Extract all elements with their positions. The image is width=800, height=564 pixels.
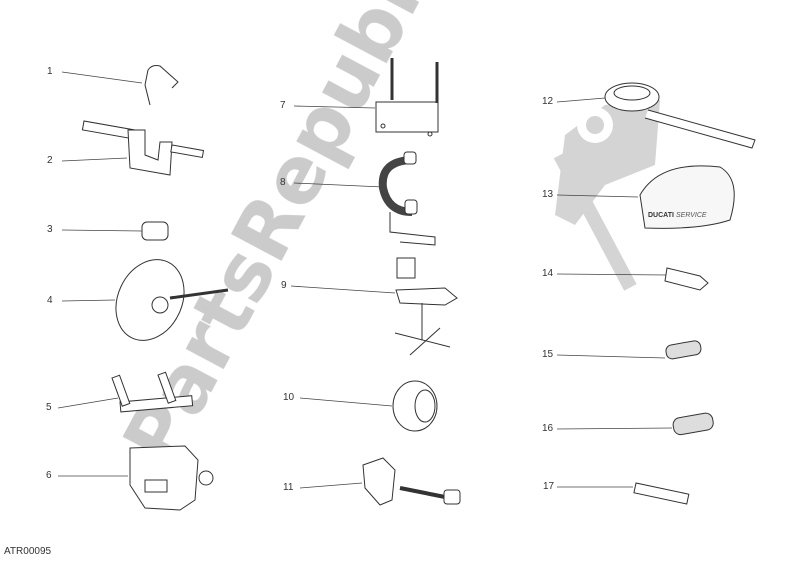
part-1-drawing bbox=[144, 65, 179, 89]
callout-17: 17 bbox=[543, 481, 555, 492]
callout-6: 6 bbox=[46, 470, 52, 481]
part-8-drawing bbox=[378, 156, 413, 216]
part-6-drawing bbox=[129, 445, 199, 511]
callout-4: 4 bbox=[47, 295, 53, 306]
reference-code: ATR00095 bbox=[4, 546, 52, 557]
watermark: PartsRepublik bbox=[107, 0, 660, 479]
gear-flag-icon bbox=[553, 100, 660, 291]
part-9-drawing bbox=[396, 257, 416, 279]
part-3-drawing bbox=[141, 221, 169, 241]
part-11-drawing bbox=[362, 457, 396, 506]
callout-12: 12 bbox=[542, 96, 554, 107]
callout-5: 5 bbox=[46, 402, 52, 413]
callout-15: 15 bbox=[542, 349, 554, 360]
callout-9: 9 bbox=[281, 280, 287, 291]
callout-14: 14 bbox=[542, 268, 554, 279]
callout-11: 11 bbox=[283, 482, 294, 493]
cover-service-text: SERVICE bbox=[676, 212, 707, 219]
callout-16: 16 bbox=[542, 423, 554, 434]
part-15-drawing bbox=[665, 340, 702, 360]
callout-13: 13 bbox=[542, 189, 554, 200]
part-16-drawing bbox=[672, 412, 714, 436]
callout-10: 10 bbox=[283, 392, 295, 403]
callout-7: 7 bbox=[280, 100, 286, 111]
callout-1: 1 bbox=[47, 66, 53, 77]
part-4-drawing bbox=[115, 259, 185, 341]
callout-8: 8 bbox=[280, 177, 286, 188]
part-7-drawing bbox=[375, 101, 439, 133]
callout-3: 3 bbox=[47, 224, 53, 235]
cover-brand-text: DUCATI bbox=[648, 212, 674, 219]
part-14-drawing bbox=[664, 267, 709, 291]
part-17-drawing bbox=[633, 482, 690, 505]
part-13-drawing bbox=[639, 165, 735, 229]
callout-2: 2 bbox=[47, 155, 53, 166]
